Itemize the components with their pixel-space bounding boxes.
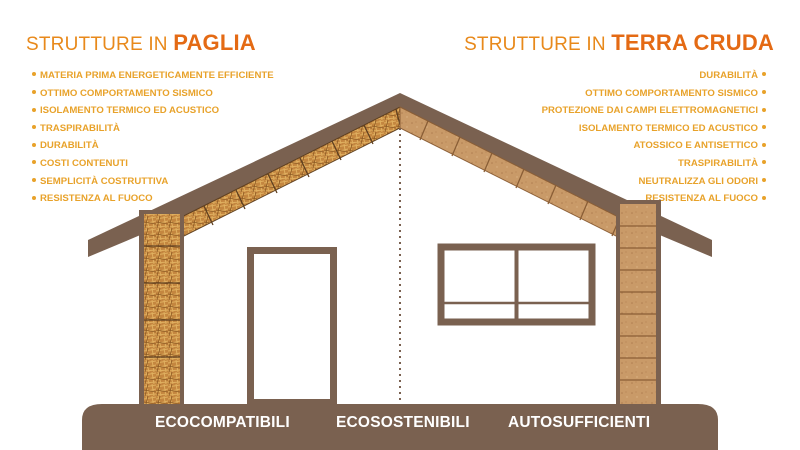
- bullet-icon: [32, 142, 36, 147]
- label-ecosostenibili: ECOSOSTENIBILI: [336, 414, 470, 431]
- list-item-text: RESISTENZA AL FUOCO: [40, 193, 153, 205]
- list-item-text: RESISTENZA AL FUOCO: [645, 193, 758, 205]
- bullet-icon: [762, 178, 766, 183]
- list-item: DURABILITÀ: [542, 67, 770, 85]
- list-item: NEUTRALIZZA GLI ODORI: [542, 173, 770, 191]
- bullet-icon: [762, 72, 766, 77]
- bullet-icon: [32, 72, 36, 77]
- list-item-text: ISOLAMENTO TERMICO ED ACUSTICO: [40, 105, 220, 117]
- bullet-icon: [762, 125, 766, 130]
- title-earth-highlight: TERRA CRUDA: [611, 30, 774, 55]
- list-item-text: PROTEZIONE DAI CAMPI ELETTROMAGNETICI: [541, 105, 758, 117]
- list-item-text: SEMPLICITÀ COSTRUTTIVA: [40, 175, 169, 187]
- bullet-icon: [32, 195, 36, 200]
- list-item: TRASPIRABILITÀ: [28, 120, 274, 138]
- list-item: RESISTENZA AL FUOCO: [28, 190, 274, 208]
- list-item: COSTI CONTENUTI: [28, 155, 274, 173]
- list-item: ATOSSICO E ANTISETTICO: [542, 137, 770, 155]
- list-item: TRASPIRABILITÀ: [542, 155, 770, 173]
- bullet-icon: [32, 160, 36, 165]
- list-item-text: ATOSSICO E ANTISETTICO: [633, 140, 758, 152]
- label-autosufficienti: AUTOSUFFICIENTI: [508, 414, 651, 431]
- list-item: ISOLAMENTO TERMICO ED ACUSTICO: [28, 102, 274, 120]
- list-item: ISOLAMENTO TERMICO ED ACUSTICO: [542, 120, 770, 138]
- list-item-text: TRASPIRABILITÀ: [678, 157, 758, 169]
- title-straw-highlight: PAGLIA: [173, 30, 256, 55]
- bullet-icon: [32, 90, 36, 95]
- list-item-text: ISOLAMENTO TERMICO ED ACUSTICO: [578, 122, 758, 134]
- list-item-text: NEUTRALIZZA GLI ODORI: [638, 175, 758, 187]
- label-ecocompatibili: ECOCOMPATIBILI: [155, 414, 290, 431]
- list-item-text: DURABILITÀ: [40, 140, 99, 152]
- bullet-icon: [32, 178, 36, 183]
- bullet-icon: [762, 142, 766, 147]
- straw-benefits-list: MATERIA PRIMA ENERGETICAMENTE EFFICIENTE…: [28, 67, 274, 208]
- house-base: [82, 404, 718, 450]
- list-item: MATERIA PRIMA ENERGETICAMENTE EFFICIENTE: [28, 67, 274, 85]
- bullet-icon: [762, 160, 766, 165]
- title-earth-prefix: STRUTTURE IN: [464, 34, 612, 55]
- bullet-icon: [762, 195, 766, 200]
- bullet-icon: [32, 125, 36, 130]
- list-item: PROTEZIONE DAI CAMPI ELETTROMAGNETICI: [542, 102, 770, 120]
- bullet-icon: [762, 90, 766, 95]
- list-item-text: DURABILITÀ: [699, 70, 758, 81]
- earth-benefits-list: DURABILITÀ OTTIMO COMPORTAMENTO SISMICO …: [542, 67, 770, 208]
- list-item-text: COSTI CONTENUTI: [40, 157, 128, 169]
- list-item: RESISTENZA AL FUOCO: [542, 190, 770, 208]
- window: [437, 243, 596, 326]
- straw-wall: [139, 210, 184, 408]
- title-straw-prefix: STRUTTURE IN: [26, 34, 174, 55]
- bullet-icon: [762, 107, 766, 112]
- list-item: OTTIMO COMPORTAMENTO SISMICO: [542, 85, 770, 103]
- list-item-text: TRASPIRABILITÀ: [40, 122, 120, 134]
- title-earth: STRUTTURE IN TERRA CRUDA: [464, 30, 774, 56]
- list-item-text: OTTIMO COMPORTAMENTO SISMICO: [585, 87, 758, 99]
- door: [247, 247, 337, 406]
- bullet-icon: [32, 107, 36, 112]
- list-item-text: OTTIMO COMPORTAMENTO SISMICO: [40, 87, 213, 99]
- list-item: DURABILITÀ: [28, 137, 274, 155]
- straw-roof: [88, 93, 401, 259]
- list-item: OTTIMO COMPORTAMENTO SISMICO: [28, 85, 274, 103]
- title-straw: STRUTTURE IN PAGLIA: [26, 30, 256, 56]
- list-item-text: MATERIA PRIMA ENERGETICAMENTE EFFICIENTE: [40, 70, 274, 81]
- earth-roof: [399, 93, 712, 259]
- list-item: SEMPLICITÀ COSTRUTTIVA: [28, 173, 274, 191]
- earth-wall: [616, 200, 661, 408]
